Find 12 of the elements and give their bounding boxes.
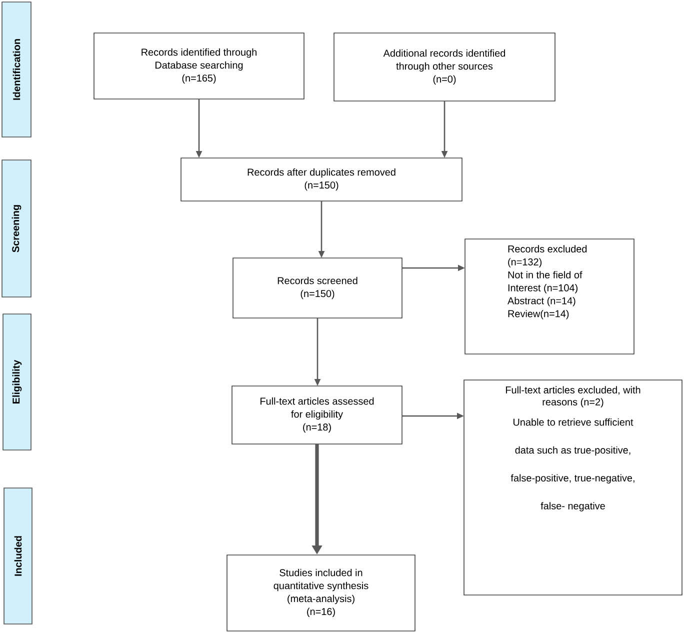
process-box: Records identified through Database searching (n=165) (94, 32, 304, 100)
exclusion-box: Records excluded (n=132) Not in the field of Interest (n=104) Abstract (n=14) Review(n=14) (464, 238, 634, 354)
process-box: Additional records identified through other sources (n=0) (334, 32, 556, 102)
exclusion-box: Full-text articles excluded, with reasons (n=2) Unable to retrieve sufficient data such as true-positive, false-positive, true-negative, false- negative (464, 380, 682, 596)
stage-band: Included (4, 488, 32, 624)
process-box: Records after duplicates removed (n=150) (180, 158, 462, 202)
stage-band: Identification (2, 2, 32, 138)
process-box: Studies included in quantitative synthesis (meta-analysis) (n=16) (226, 554, 416, 632)
process-box: Records screened (n=150) (232, 258, 402, 318)
stage-band: Eligibility (2, 314, 32, 450)
stage-band: Screening (2, 160, 32, 298)
process-box: Full-text articles assessed for eligibility (n=18) (232, 386, 402, 444)
